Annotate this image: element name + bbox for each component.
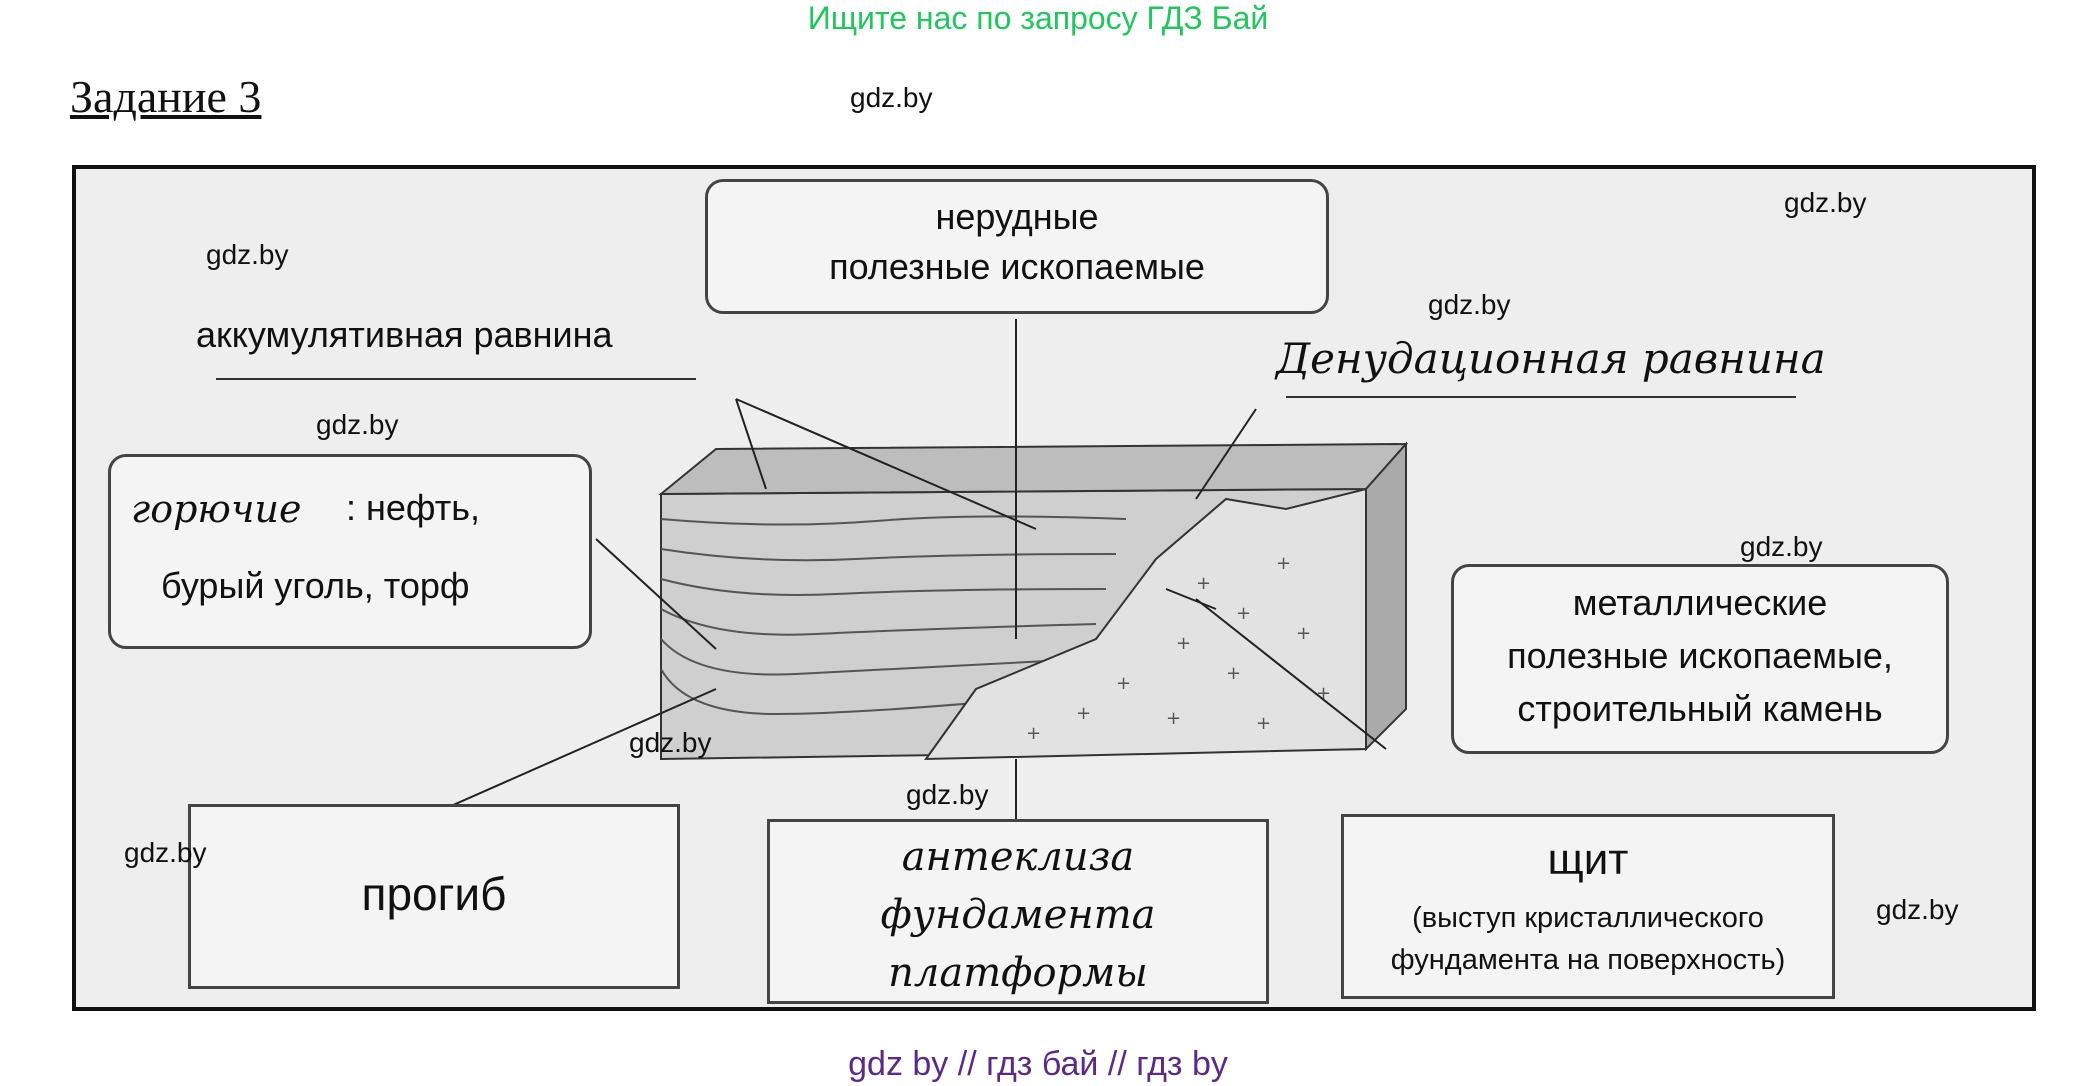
shield-box: щит (выступ кристаллического фундамента … (1341, 814, 1835, 999)
svg-text:+: + (1196, 573, 1211, 594)
metallic-label-line3: строительный камень (1517, 688, 1883, 729)
accumulative-plain-label: аккумулятивная равнина (196, 314, 613, 355)
svg-text:+: + (1226, 663, 1241, 684)
svg-text:+: + (1076, 703, 1091, 724)
anteclise-line3: платформы (888, 950, 1148, 996)
svg-text:+: + (1176, 633, 1191, 654)
shield-title: щит (1547, 835, 1629, 884)
metallic-minerals-box: металлические полезные ископаемые, строи… (1451, 564, 1949, 754)
combustible-text-1: : нефть, (346, 487, 480, 528)
svg-text:+: + (1296, 623, 1311, 644)
svg-text:+: + (1026, 723, 1041, 744)
trough-box: прогиб (188, 804, 680, 989)
footer-watermark: gdz by // гдз бай // гдз by (848, 1045, 1228, 1083)
svg-text:+: + (1316, 683, 1331, 704)
watermark: gdz.by (1784, 187, 1867, 218)
trough-label: прогиб (361, 868, 507, 920)
nonmetallic-minerals-box: нерудные полезные ископаемые (705, 179, 1329, 314)
watermark: gdz.by (316, 409, 399, 440)
watermark: gdz.by (206, 239, 289, 270)
combustible-hand-label: горючие (131, 487, 302, 531)
nonmetallic-label-line1: нерудные (935, 196, 1099, 237)
anteclise-line2: фундамента (880, 892, 1156, 938)
nonmetallic-label-line2: полезные ископаемые (829, 246, 1205, 287)
svg-text:+: + (1116, 673, 1131, 694)
watermark: gdz.by (906, 779, 989, 810)
denudation-plain-label: Денудационная равнина (1276, 334, 1826, 383)
shield-note-line2: фундамента на поверхность) (1390, 944, 1786, 976)
metallic-label-line1: металлические (1572, 582, 1828, 623)
svg-text:+: + (1166, 708, 1181, 729)
svg-text:+: + (1276, 553, 1291, 574)
anteclise-box: антеклиза фундамента платформы (767, 819, 1269, 1004)
svg-text:+: + (1236, 603, 1251, 624)
anteclise-line1: антеклиза (901, 834, 1135, 880)
svg-text:+: + (1256, 713, 1271, 734)
metallic-label-line2: полезные ископаемые, (1507, 635, 1893, 676)
watermark: gdz.by (1876, 894, 1959, 925)
banner-text: Ищите нас по запросу ГДЗ Бай (807, 0, 1269, 36)
watermark: gdz.by (124, 837, 207, 868)
diagram-frame: +++ +++ +++ +++ нерудные полезные иско (72, 165, 2036, 1011)
watermark: gdz.by (629, 727, 712, 758)
combustible-minerals-box: горючие : нефть, бурый уголь, торф (108, 454, 592, 649)
watermark: gdz.by (1428, 289, 1511, 320)
task-title: Задание 3 (70, 71, 262, 122)
watermark: gdz.by (1740, 531, 1823, 562)
shield-note-line1: (выступ кристаллического (1412, 902, 1764, 934)
block-diagram-illustration: + + + + + + + + + + + + (131, 319, 1796, 819)
combustible-text-2: бурый уголь, торф (161, 565, 470, 606)
watermark: gdz.by (850, 82, 933, 113)
